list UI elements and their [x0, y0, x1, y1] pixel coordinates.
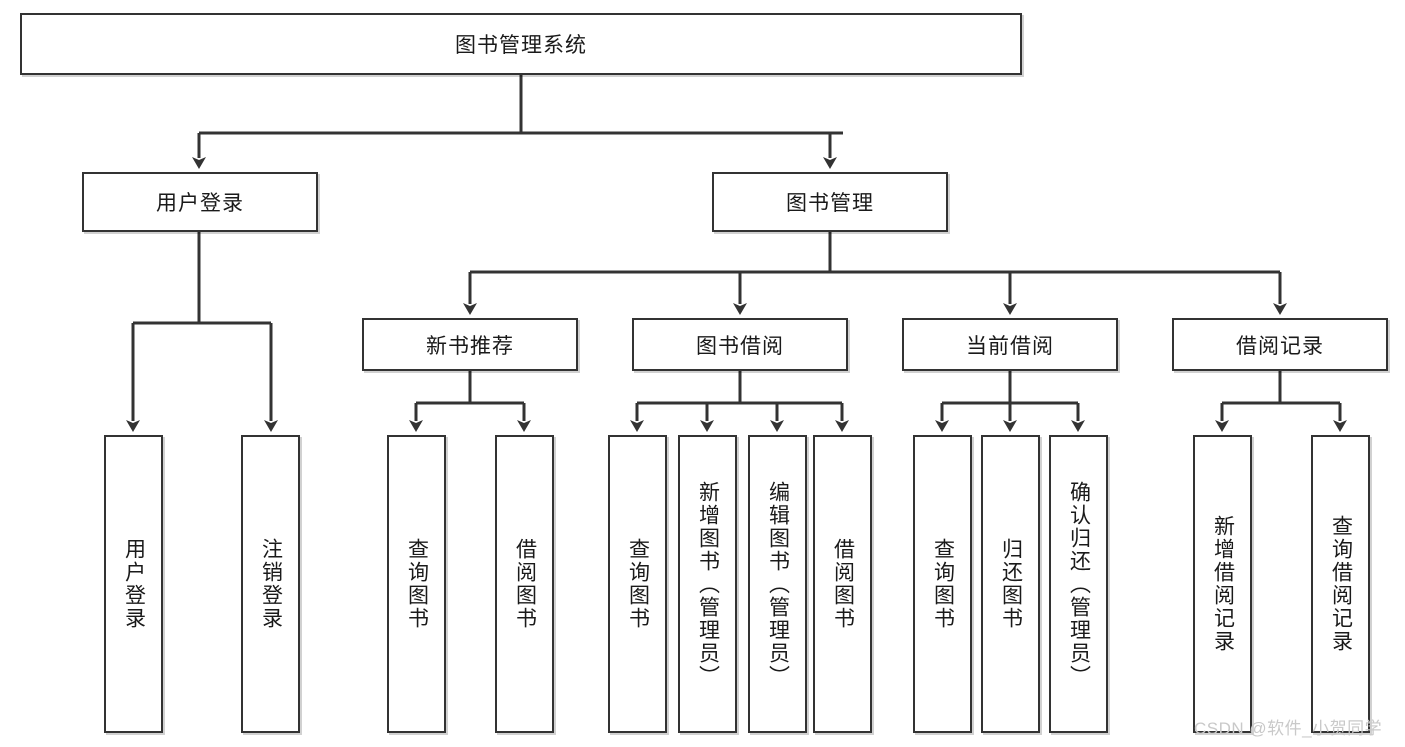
node-leaf-edit-book[interactable]: 编辑图书（管理员）: [748, 435, 807, 733]
node-leaf-query-record-label: 查询借阅记录: [1329, 515, 1353, 653]
node-root-label: 图书管理系统: [455, 34, 587, 57]
node-leaf-user-login-label: 用户登录: [122, 538, 146, 630]
node-book-borrow[interactable]: 图书借阅: [632, 318, 848, 371]
node-current-borrow-label: 当前借阅: [966, 334, 1054, 358]
node-leaf-return-book[interactable]: 归还图书: [981, 435, 1040, 733]
node-leaf-query-book-3[interactable]: 查询图书: [913, 435, 972, 733]
node-leaf-logout-label: 注销登录: [259, 538, 283, 630]
node-root[interactable]: 图书管理系统: [20, 13, 1022, 75]
node-leaf-confirm-return[interactable]: 确认归还（管理员）: [1049, 435, 1108, 733]
node-leaf-query-book-2-label: 查询图书: [626, 538, 650, 630]
node-leaf-add-record[interactable]: 新增借阅记录: [1193, 435, 1252, 733]
node-leaf-add-record-label: 新增借阅记录: [1211, 515, 1235, 653]
node-leaf-query-book-1[interactable]: 查询图书: [387, 435, 446, 733]
csdn-watermark: CSDN @软件_小贺同学: [1194, 719, 1383, 738]
node-leaf-logout[interactable]: 注销登录: [241, 435, 300, 733]
node-leaf-query-book-1-label: 查询图书: [405, 538, 429, 630]
node-leaf-edit-book-label: 编辑图书（管理员）: [766, 480, 790, 688]
node-user-login[interactable]: 用户登录: [82, 172, 318, 232]
node-new-book-recommend[interactable]: 新书推荐: [362, 318, 578, 371]
node-leaf-query-book-3-label: 查询图书: [931, 538, 955, 630]
node-leaf-query-record[interactable]: 查询借阅记录: [1311, 435, 1370, 733]
node-leaf-user-login[interactable]: 用户登录: [104, 435, 163, 733]
node-book-borrow-label: 图书借阅: [696, 334, 784, 358]
node-leaf-query-book-2[interactable]: 查询图书: [608, 435, 667, 733]
node-book-management[interactable]: 图书管理: [712, 172, 948, 232]
node-leaf-borrow-book-2-label: 借阅图书: [831, 538, 855, 630]
node-leaf-return-book-label: 归还图书: [999, 538, 1023, 630]
node-book-management-label: 图书管理: [786, 192, 874, 215]
node-borrow-record[interactable]: 借阅记录: [1172, 318, 1388, 371]
node-current-borrow[interactable]: 当前借阅: [902, 318, 1118, 371]
node-leaf-borrow-book-2[interactable]: 借阅图书: [813, 435, 872, 733]
node-leaf-confirm-return-label: 确认归还（管理员）: [1067, 480, 1091, 688]
node-leaf-add-book-label: 新增图书（管理员）: [696, 480, 720, 688]
node-leaf-borrow-book-1[interactable]: 借阅图书: [495, 435, 554, 733]
node-user-login-label: 用户登录: [156, 192, 244, 215]
node-leaf-add-book[interactable]: 新增图书（管理员）: [678, 435, 737, 733]
node-borrow-record-label: 借阅记录: [1236, 334, 1324, 358]
node-leaf-borrow-book-1-label: 借阅图书: [513, 538, 537, 630]
node-new-book-recommend-label: 新书推荐: [426, 334, 514, 358]
